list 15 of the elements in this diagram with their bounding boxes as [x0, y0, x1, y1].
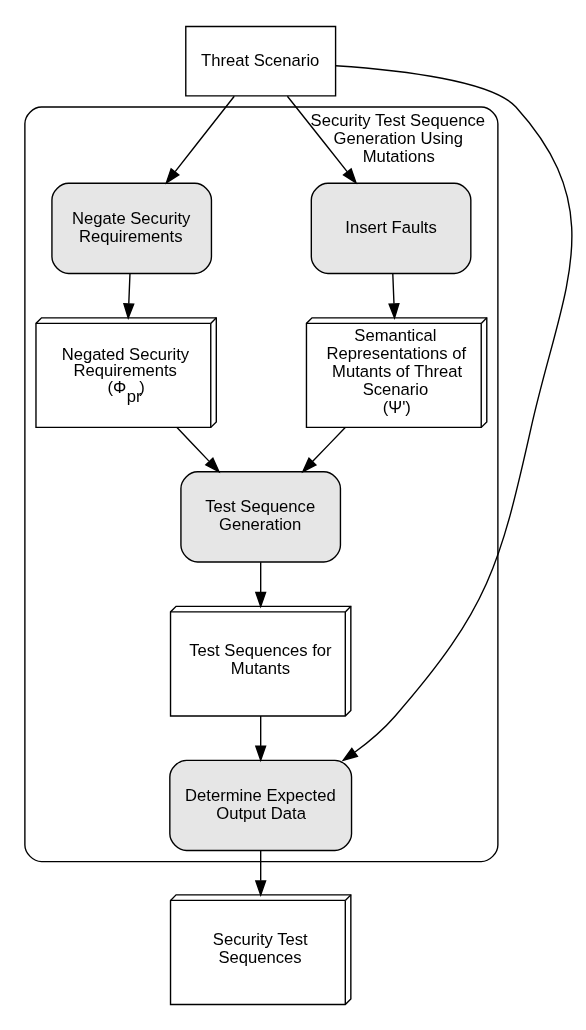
- arrow: [254, 561, 267, 608]
- arrow: [122, 272, 135, 320]
- arrow: [254, 714, 267, 762]
- node-box: Threat Scenario: [185, 25, 337, 97]
- node-box: Insert Faults: [310, 182, 472, 274]
- arrow: [254, 849, 267, 897]
- node-box: Test Sequence Generation: [180, 470, 342, 563]
- node-box: Determine Expected Output Data: [169, 759, 353, 851]
- arrow: [335, 64, 573, 761]
- arrow: [388, 272, 400, 320]
- arrow: [165, 95, 235, 184]
- arrow: [301, 426, 346, 473]
- arrow: [286, 95, 358, 184]
- node-box: Negate Security Requirements: [51, 182, 213, 274]
- arrow: [176, 426, 221, 473]
